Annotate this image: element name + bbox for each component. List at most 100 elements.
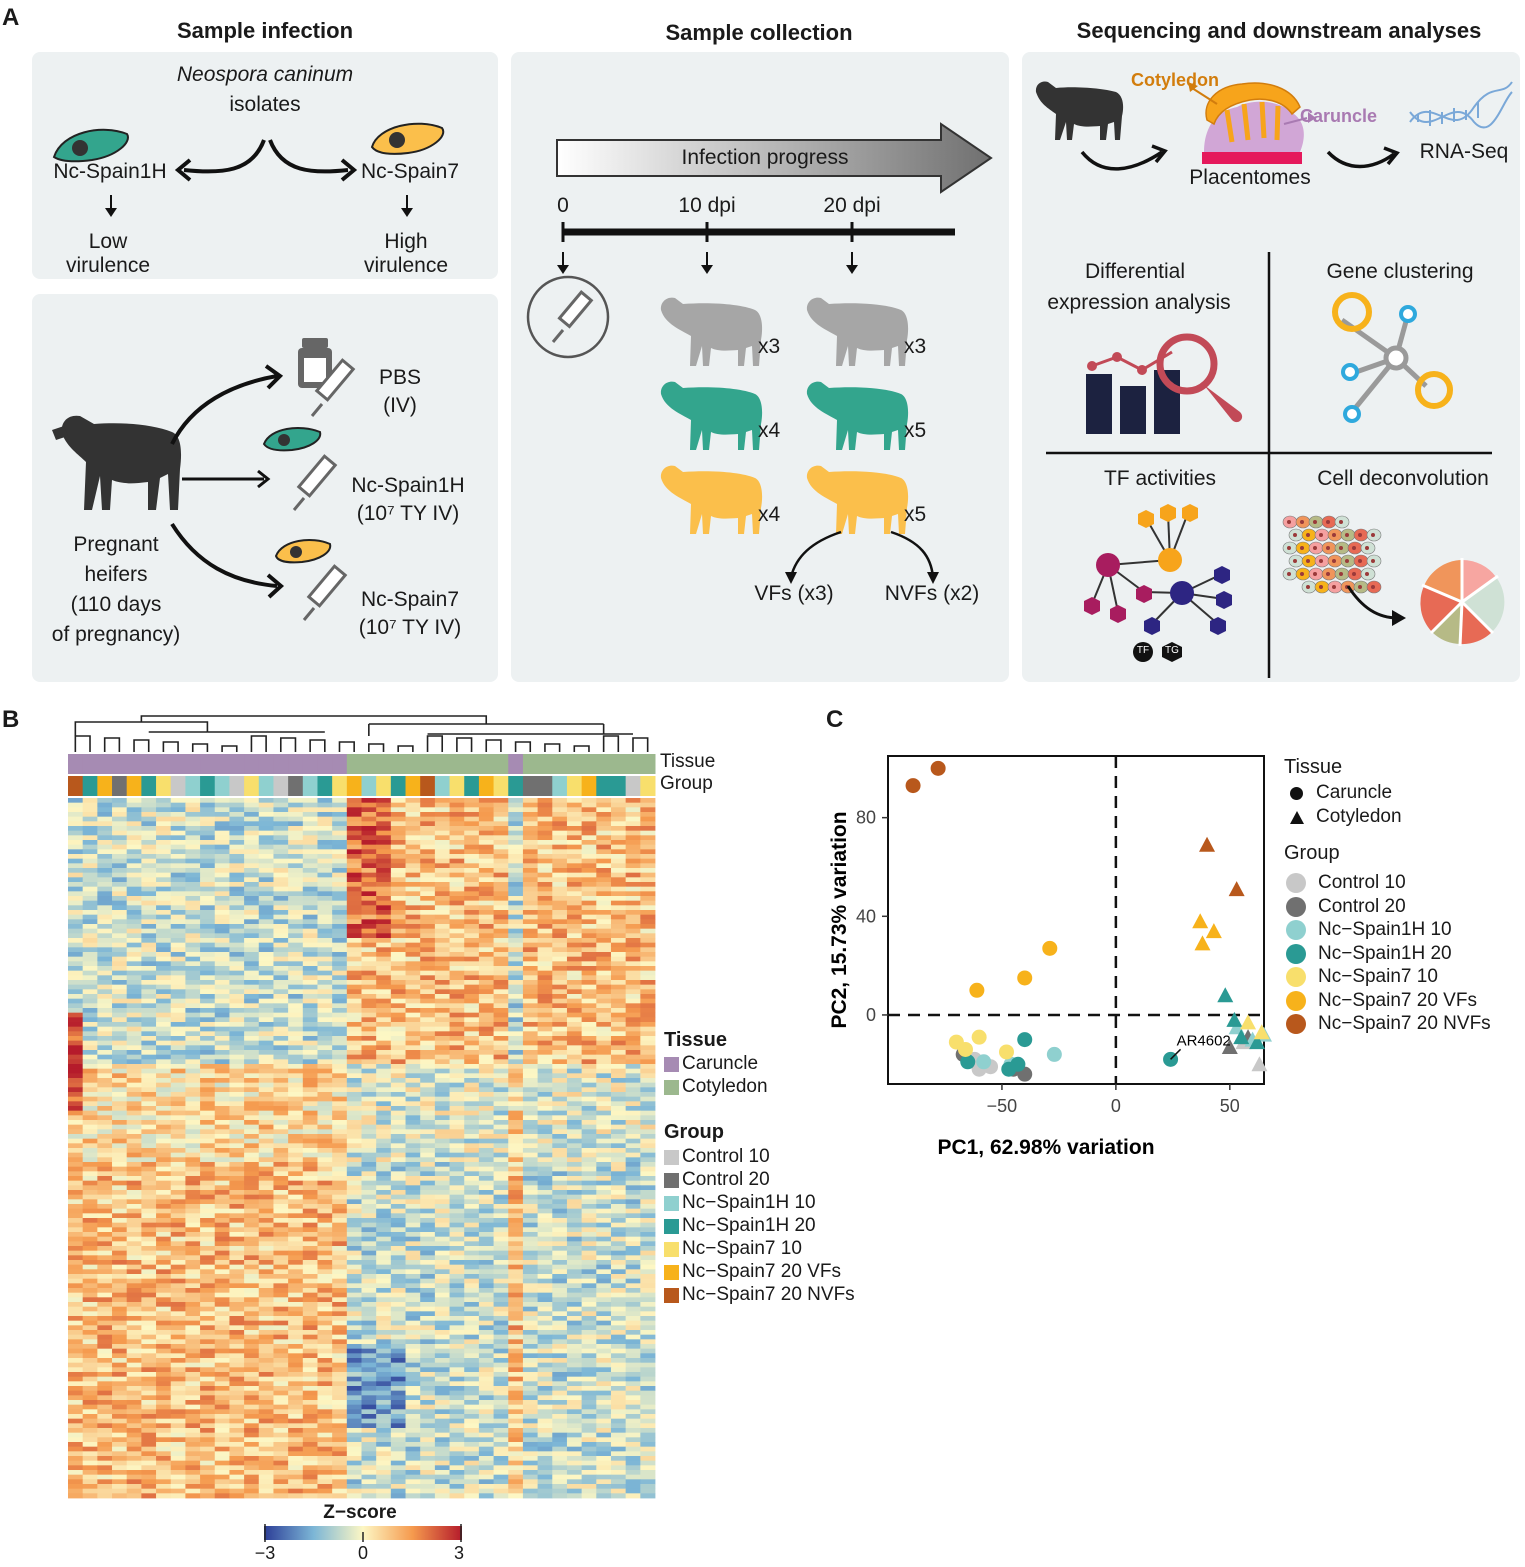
pca-legend-caruncle: Caruncle	[1290, 782, 1392, 804]
pca-point	[1251, 1056, 1268, 1072]
infection-progress-label: Infection progress	[681, 146, 849, 169]
nc1h-dose: (10⁷ TY IV)	[356, 502, 460, 525]
pca-y-label: PC2, 15.73% variation	[828, 811, 851, 1028]
pca-point	[1046, 1046, 1062, 1062]
pca-point	[1253, 1024, 1270, 1040]
timepoint-10dpi: 10 dpi	[678, 194, 736, 217]
sample-infection-title: Sample infection	[176, 18, 354, 43]
pca-point	[930, 760, 946, 776]
pca-point	[1233, 1029, 1250, 1045]
low-virulence-1: Low	[88, 230, 128, 253]
syringe-circle-icon	[526, 275, 610, 359]
pca-point	[1228, 881, 1245, 897]
pca-point	[1001, 1061, 1017, 1077]
tf-activities-label: TF activities	[1103, 467, 1216, 490]
pca-y-tick-label: 40	[856, 906, 876, 926]
nvfs-label: NVFs (x2)	[884, 582, 980, 605]
pca-x-tick-label: 0	[1111, 1096, 1121, 1116]
pca-legend-group-item: Nc−Spain1H 10	[1286, 919, 1452, 941]
syringe-icon-nc7	[302, 564, 348, 621]
heatmap-legend-group-item: Nc−Spain7 20 VFs	[664, 1261, 841, 1283]
cow-count: x3	[758, 335, 781, 358]
nc1h-inoc-label: Nc-Spain1H	[351, 474, 465, 497]
triangle-shape-icon	[1290, 810, 1304, 824]
parasite-icon-nc7-small	[274, 539, 332, 564]
pbs-route: (IV)	[383, 394, 417, 417]
pca-legend-group-item: Nc−Spain1H 20	[1286, 943, 1452, 965]
pca-legend-cotyledon: Cotyledon	[1290, 806, 1402, 828]
placentome-icon	[1202, 82, 1304, 164]
high-virulence-2: virulence	[363, 254, 449, 277]
cow-icon	[660, 297, 763, 366]
collection-diagram	[526, 122, 993, 584]
zscore-tick-min: −3	[254, 1543, 276, 1563]
vfs-label: VFs (x3)	[754, 582, 834, 605]
pbs-label: PBS	[378, 366, 422, 389]
pca-point	[1194, 935, 1211, 951]
heifers-line-3: (110 days	[70, 593, 162, 616]
pca-legend-group-item: Nc−Spain7 20 VFs	[1286, 990, 1477, 1012]
zscore-colorbar	[264, 1524, 462, 1542]
pca-legend-group-title: Group	[1284, 842, 1340, 864]
panel-letter-b: B	[2, 706, 20, 733]
dea-barchart-icon	[1086, 333, 1243, 434]
heatmap-legend-group-item: Nc−Spain1H 10	[664, 1192, 816, 1214]
species-name: Neospora caninum	[176, 63, 354, 86]
pca-y-tick-label: 80	[856, 808, 876, 828]
cow-icon	[806, 381, 909, 450]
infection-progress-arrow	[556, 122, 993, 194]
isolates-box	[32, 52, 498, 279]
cow-count: x4	[758, 503, 781, 526]
cow-count: x4	[758, 419, 781, 442]
dea-label-1: Differential	[1085, 260, 1185, 283]
heatmap-legend-group-item: Nc−Spain1H 20	[664, 1215, 816, 1237]
pca-x-tick-label: 50	[1220, 1096, 1240, 1116]
isolate-nc7-label: Nc-Spain7	[360, 160, 460, 183]
sample-collection-title: Sample collection	[665, 20, 853, 45]
isolates-diagram	[52, 122, 445, 217]
timepoint-0: 0	[557, 194, 569, 217]
caruncle-label: Caruncle	[1300, 106, 1378, 126]
cow-count: x3	[904, 335, 927, 358]
isolate-nc1h-label: Nc-Spain1H	[53, 160, 167, 183]
parasite-icon-nc7	[370, 122, 445, 155]
cow-icon	[806, 297, 909, 366]
sequencing-title: Sequencing and downstream analyses	[1076, 18, 1482, 43]
pca-point	[1199, 836, 1216, 852]
zscore-tick-mid: 0	[357, 1543, 368, 1563]
pca-point	[976, 1054, 992, 1070]
pca-point	[957, 1041, 973, 1057]
pca-point	[1042, 940, 1058, 956]
pca-legend-group-item: Control 10	[1286, 872, 1406, 894]
pca-point	[1217, 987, 1234, 1003]
heatmap-figure	[68, 715, 656, 1499]
pca-legend-group-item: Control 20	[1286, 896, 1406, 918]
zscore-title: Z−score	[323, 1502, 397, 1523]
heatmap-legend-group-title: Group	[664, 1121, 724, 1143]
parasite-icon-nc1h-small	[262, 427, 322, 452]
pca-point	[960, 1054, 976, 1070]
heatmap-legend-tissue-title: Tissue	[664, 1029, 727, 1051]
dna-helix-icon	[1409, 81, 1513, 129]
cell-deconvolution-icon	[1282, 515, 1505, 647]
cow-count: x5	[904, 419, 927, 442]
pca-annotation-leader	[1170, 1048, 1182, 1060]
pca-point	[998, 1044, 1014, 1060]
heatmap-cells	[68, 798, 656, 1499]
track-tissue-label: Tissue	[660, 751, 716, 772]
pca-point	[1249, 1034, 1266, 1050]
tf-badge: TF	[1136, 645, 1150, 656]
cotyledon-label: Cotyledon	[1131, 70, 1219, 90]
tf-network-icon	[1084, 504, 1232, 662]
pca-point	[1017, 1032, 1033, 1048]
syringe-icon-nc1h	[292, 454, 338, 511]
high-virulence-1: High	[384, 230, 428, 253]
heatmap-legend-tissue-item: Caruncle	[664, 1053, 758, 1075]
rnaseq-label: RNA-Seq	[1419, 140, 1509, 163]
gene-clustering-label: Gene clustering	[1326, 260, 1474, 283]
syringe-icon-pbs	[310, 358, 356, 417]
pca-legend-group-item: Nc−Spain7 10	[1286, 966, 1438, 988]
cow-small-icon	[1035, 81, 1124, 140]
dea-label-2: expression analysis	[1047, 291, 1231, 314]
